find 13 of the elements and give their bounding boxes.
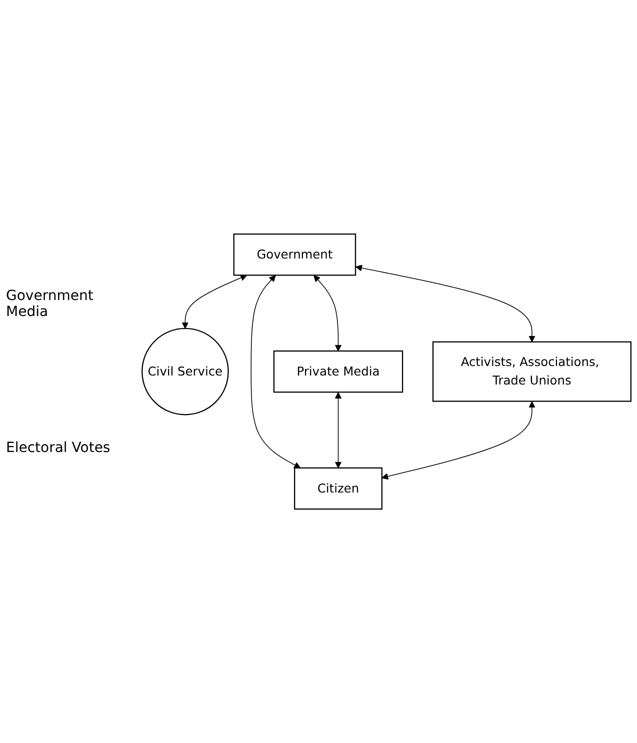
arrow — [250, 275, 301, 468]
node-box: Citizen — [294, 467, 382, 510]
node-box: Activists, Associations, Trade Unions — [432, 341, 632, 402]
arrow — [182, 274, 248, 329]
arrow — [382, 401, 536, 480]
node-circle: Civil Service — [142, 328, 229, 416]
node-box: Private Media — [273, 350, 404, 393]
note-text: Electoral Votes — [6, 440, 112, 456]
note-text: Government Media — [6, 288, 94, 320]
arrow — [314, 275, 342, 352]
node-box: Government — [233, 233, 356, 276]
arrow — [334, 392, 342, 468]
arrow — [355, 264, 536, 342]
